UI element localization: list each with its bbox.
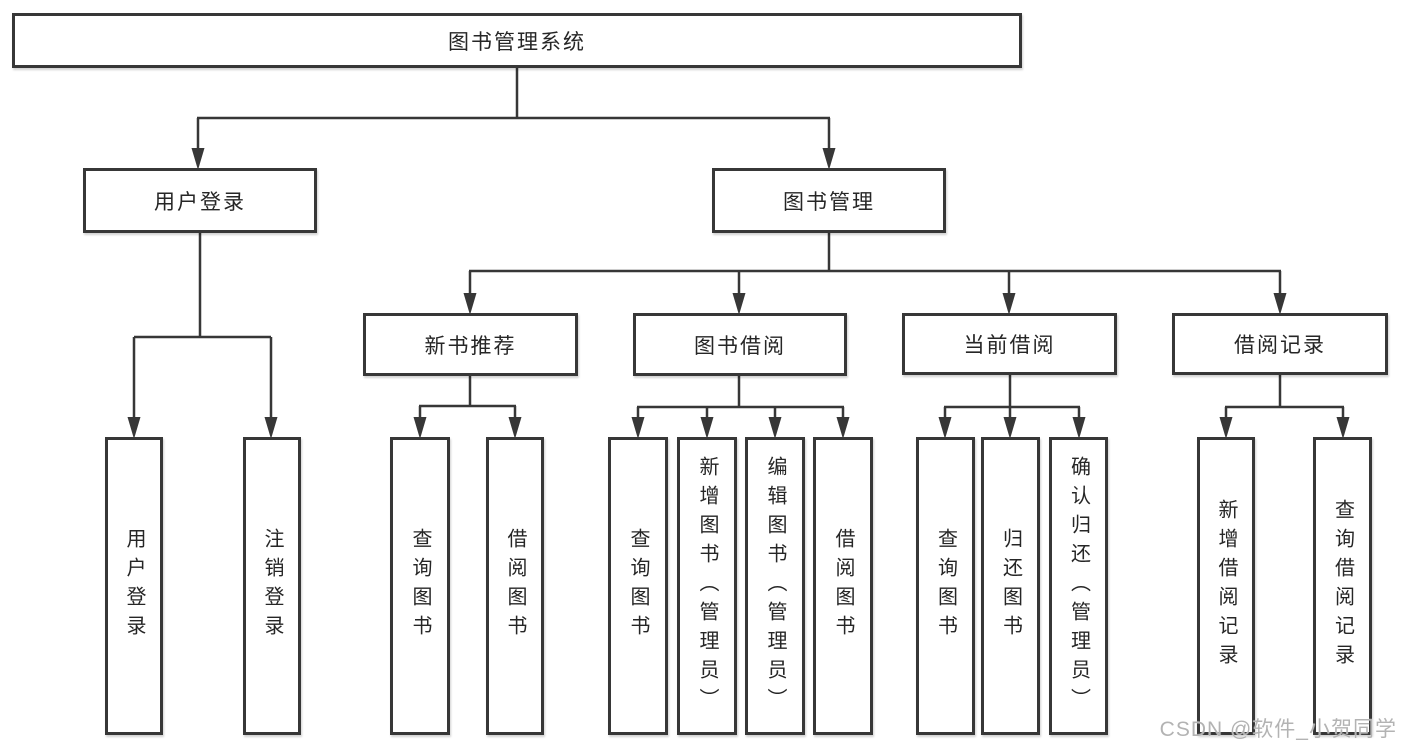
- node-user-login: 用户登录: [83, 168, 317, 233]
- node-current-borrow: 当前借阅: [902, 313, 1117, 375]
- leaf-add-book-admin: 新增图书（管理员）: [677, 437, 737, 735]
- node-new-book-recommend: 新书推荐: [363, 313, 578, 376]
- node-label: 新增图书（管理员）: [696, 455, 718, 717]
- node-borrow-record: 借阅记录: [1172, 313, 1388, 375]
- node-label: 图书借阅: [694, 334, 786, 358]
- node-book-management: 图书管理: [712, 168, 946, 233]
- node-label: 注销登录: [261, 528, 283, 644]
- leaf-edit-book-admin: 编辑图书（管理员）: [745, 437, 805, 735]
- node-label: 当前借阅: [963, 334, 1056, 357]
- node-label: 图书管理: [783, 190, 875, 214]
- node-label: 查询图书: [934, 528, 957, 644]
- node-label: 查询图书: [627, 528, 649, 644]
- leaf-borrow-book-1: 借阅图书: [486, 437, 544, 735]
- node-label: 编辑图书（管理员）: [764, 455, 786, 717]
- node-label: 图书管理系统: [448, 30, 586, 54]
- node-label: 确认归还（管理员）: [1067, 455, 1090, 717]
- node-label: 新增借阅记录: [1215, 499, 1237, 673]
- node-label: 借阅记录: [1234, 334, 1326, 357]
- node-label: 用户登录: [123, 528, 145, 644]
- leaf-query-book-2: 查询图书: [608, 437, 668, 735]
- leaf-add-borrow-record: 新增借阅记录: [1197, 437, 1255, 735]
- leaf-user-login: 用户登录: [105, 437, 163, 735]
- node-book-borrow: 图书借阅: [633, 313, 847, 376]
- node-root-library-system: 图书管理系统: [12, 13, 1022, 68]
- node-label: 新书推荐: [424, 334, 517, 358]
- leaf-query-book-1: 查询图书: [390, 437, 450, 735]
- node-label: 借阅图书: [832, 528, 854, 644]
- node-label: 归还图书: [999, 528, 1022, 644]
- leaf-confirm-return-admin: 确认归还（管理员）: [1049, 437, 1108, 735]
- leaf-borrow-book-2: 借阅图书: [813, 437, 873, 735]
- node-label: 查询图书: [409, 528, 431, 644]
- node-label: 借阅图书: [504, 528, 526, 644]
- node-label: 查询借阅记录: [1331, 499, 1354, 673]
- leaf-return-book: 归还图书: [981, 437, 1040, 735]
- leaf-logout: 注销登录: [243, 437, 301, 735]
- csdn-watermark: CSDN @软件_小贺同学: [1159, 718, 1397, 741]
- node-label: 用户登录: [154, 190, 246, 214]
- leaf-query-book-3: 查询图书: [916, 437, 975, 735]
- leaf-query-borrow-record: 查询借阅记录: [1313, 437, 1372, 735]
